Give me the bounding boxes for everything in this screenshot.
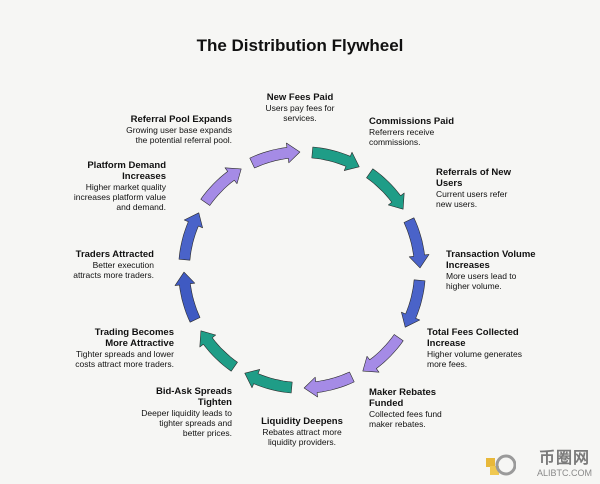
node-desc: Rebates attract more liquidity providers…	[262, 427, 342, 447]
node-title: Total Fees Collected Increase	[427, 327, 519, 349]
node-title: Traders Attracted	[75, 249, 154, 260]
node-desc: Current users refer new users.	[436, 189, 508, 209]
flow-arrow-1	[311, 146, 360, 171]
node-new-fees-paid: New Fees Paid Users pay fees for service…	[255, 92, 345, 123]
watermark-brand: 币圈网	[538, 450, 590, 467]
node-bid-ask-spreads: Bid-Ask Spreads Tighten Deeper liquidity…	[140, 386, 232, 438]
node-desc: Growing user base expands the potential …	[126, 125, 232, 145]
node-title: Referrals of New Users	[436, 167, 511, 189]
watermark-logo	[486, 454, 516, 476]
node-total-fees-collected: Total Fees Collected Increase Higher vol…	[427, 327, 527, 369]
flow-arrow-8	[199, 330, 238, 372]
node-desc: Deeper liquidity leads to tighter spread…	[141, 408, 232, 438]
flow-arrow-4	[401, 279, 426, 328]
node-liquidity-deepens: Liquidity Deepens Rebates attract more l…	[252, 416, 352, 447]
flow-arrow-6	[303, 371, 355, 398]
node-platform-demand: Platform Demand Increases Higher market …	[68, 160, 166, 212]
node-title: Transaction Volume Increases	[446, 249, 536, 271]
flow-arrow-12	[249, 142, 301, 169]
node-maker-rebates-funded: Maker Rebates Funded Collected fees fund…	[369, 387, 461, 429]
node-title: Trading Becomes More Attractive	[94, 327, 174, 349]
flow-arrow-5	[362, 334, 404, 373]
node-desc: Referrers receive commissions.	[369, 127, 435, 147]
node-title: Bid-Ask Spreads Tighten	[155, 386, 232, 408]
flow-arrow-3	[403, 217, 430, 269]
flow-arrow-11	[200, 167, 242, 206]
flow-arrow-9	[174, 271, 201, 323]
page-title: The Distribution Flywheel	[196, 36, 404, 55]
node-desc: Users pay fees for services.	[265, 103, 335, 123]
node-desc: Higher market quality increases platform…	[73, 182, 166, 212]
flow-arrow-2	[366, 168, 405, 210]
node-title: Maker Rebates Funded	[369, 387, 437, 409]
node-desc: Better execution attracts more traders.	[73, 260, 154, 280]
watermark: 币圈网 ALIBTC.COM	[537, 444, 592, 478]
node-title: New Fees Paid	[266, 92, 334, 103]
node-traders-attracted: Traders Attracted Better execution attra…	[68, 249, 154, 280]
node-transaction-volume: Transaction Volume Increases More users …	[446, 249, 542, 291]
node-title: Commissions Paid	[369, 116, 454, 127]
node-referral-pool-expands: Referral Pool Expands Growing user base …	[120, 114, 232, 145]
node-title: Referral Pool Expands	[130, 114, 232, 125]
node-desc: Tighter spreads and lower costs attract …	[75, 349, 174, 369]
flow-arrow-10	[178, 212, 203, 261]
node-referrals-new-users: Referrals of New Users Current users ref…	[436, 167, 516, 209]
node-title: Liquidity Deepens	[261, 416, 343, 427]
node-desc: Higher volume generates more fees.	[427, 349, 522, 369]
node-trading-more-attractive: Trading Becomes More Attractive Tighter …	[70, 327, 174, 369]
watermark-domain: ALIBTC.COM	[536, 468, 592, 478]
flow-arrow-7	[244, 369, 293, 394]
node-title: Platform Demand Increases	[87, 160, 166, 182]
node-desc: Collected fees fund maker rebates.	[369, 409, 442, 429]
node-desc: More users lead to higher volume.	[446, 271, 517, 291]
node-commissions-paid: Commissions Paid Referrers receive commi…	[369, 116, 459, 147]
